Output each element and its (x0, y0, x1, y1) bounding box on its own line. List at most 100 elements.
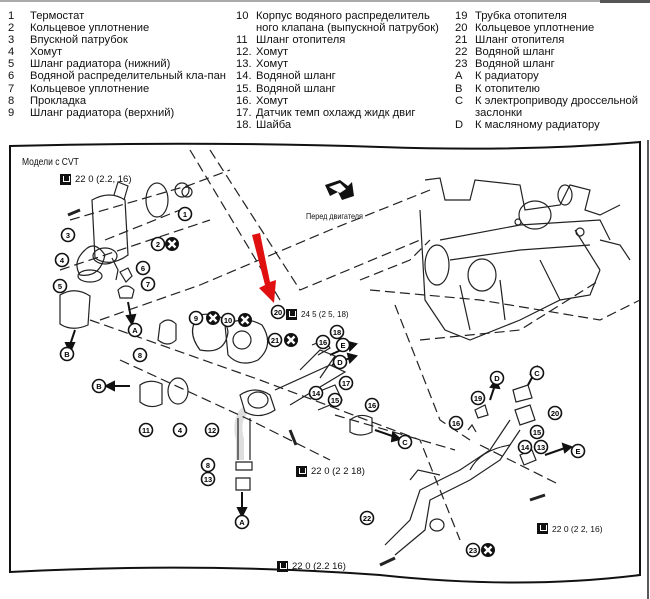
torque-wrench-icon (537, 523, 548, 534)
callout-label: 3 (66, 231, 70, 240)
legend-item-number: 12. (236, 46, 252, 59)
legend-item-text: Трубка отопителя (475, 10, 567, 22)
callout-n8b: 8 (200, 457, 216, 473)
callout-n10: 10 (220, 312, 236, 328)
callout-label: 16 (319, 338, 327, 347)
torque-spec-t4: 22 0 (2 2, 16) (537, 523, 603, 534)
legend-item-text: Кольцевое уплотнение (30, 82, 150, 95)
legend-item: D К масляному радиатору (455, 119, 645, 131)
legend-item-number: 5 (8, 58, 15, 71)
callout-E2: E (570, 443, 586, 459)
callout-label: 20 (274, 308, 282, 317)
callout-label: 10 (224, 316, 232, 325)
legend-item-number: 1 (8, 10, 15, 22)
legend-item-text: Прокладка (30, 94, 87, 107)
callout-label: 1 (183, 210, 187, 219)
legend-item-number: 2 (8, 22, 15, 35)
callout-A2: A (234, 514, 250, 530)
legend-item-text: К электроприводу дроссельной заслонки (475, 94, 638, 119)
torque-wrench-icon (286, 309, 297, 320)
legend-item: 11 Шланг отопителя (236, 34, 446, 46)
callout-label: 13 (537, 443, 545, 452)
legend-item: 4 Хомут (8, 46, 226, 58)
callout-B2: B (91, 378, 107, 394)
callout-label: 17 (342, 379, 350, 388)
callout-label: E (340, 341, 345, 350)
legend-item: 17.Датчик темп охлажд жидк двиг (236, 107, 446, 119)
do-not-reuse-markers (165, 237, 495, 557)
legend-item-text: К масляному радиатору (475, 118, 600, 131)
legend-item: 5 Шланг радиатора (нижний) (8, 58, 226, 70)
legend-item: 15.Водяной шланг (236, 83, 446, 95)
legend-item-text: Шланг радиатора (нижний) (30, 58, 171, 71)
callout-n15: 15 (327, 392, 343, 408)
callout-label: 14 (521, 443, 530, 452)
callout-n8: 8 (132, 347, 148, 363)
legend-item-text: Хомут (256, 46, 289, 59)
callout-n19: 19 (470, 390, 486, 406)
legend-item-number: 16. (236, 94, 252, 107)
torque-value: 22 0 (2 2 18) (311, 466, 365, 477)
callout-n1: 1 (177, 206, 193, 222)
callout-label: 11 (142, 426, 150, 435)
legend-item-number: C (455, 94, 464, 107)
legend-item-text: Водяной шланг (475, 46, 555, 59)
legend-item-text: Хомут (30, 46, 63, 59)
callout-n11: 11 (138, 422, 154, 438)
callout-label: C (534, 369, 540, 378)
callout-label: B (64, 350, 70, 359)
callout-n3: 3 (60, 227, 76, 243)
callout-n14: 14 (308, 385, 324, 401)
callout-label: 15 (533, 428, 541, 437)
legend-item-text: Кольцевое уплотнение (475, 22, 595, 35)
legend-item-number: 13. (236, 58, 252, 71)
callout-n16b: 16 (364, 397, 380, 413)
legend-item-number: 6 (8, 70, 15, 83)
legend-item: 14.Водяной шланг (236, 70, 446, 82)
legend-item-number: B (455, 82, 463, 95)
callout-n16c: 16 (448, 415, 464, 431)
callout-label: 15 (331, 396, 339, 405)
callout-label: 13 (204, 475, 212, 484)
legend-item-number: 7 (8, 82, 15, 95)
callout-label: 4 (60, 256, 65, 265)
callout-n12: 12 (204, 422, 220, 438)
legend-item-number: 14. (236, 70, 252, 83)
callout-n9: 9 (188, 310, 204, 326)
callout-label: E (575, 447, 580, 456)
models-label: Модели с CVT (22, 157, 79, 168)
callout-n16: 16 (315, 334, 331, 350)
legend-item-number: D (455, 118, 464, 131)
legend-item-text: Шланг отопителя (256, 34, 346, 47)
callout-n17: 17 (338, 375, 354, 391)
legend-item-number: 20 (455, 22, 468, 35)
callout-label: A (239, 518, 245, 527)
legend-item-number: 4 (8, 46, 15, 59)
legend-item-number: 18. (236, 118, 252, 131)
legend-item-number: 21 (455, 34, 468, 47)
callout-label: B (96, 382, 102, 391)
callout-label: 2 (156, 240, 160, 249)
legend-item-text: Водяной шланг (475, 58, 555, 71)
legend-item-number: 11 (236, 34, 248, 47)
callout-n18: 18 (329, 324, 345, 340)
legend-item: 16.Хомут (236, 95, 446, 107)
diagram-frame (9, 140, 641, 584)
callout-n13: 13 (200, 471, 216, 487)
callout-n20b: 20 (547, 405, 563, 421)
top-border-line (0, 0, 650, 3)
torque-wrench-icon (60, 174, 71, 185)
legend-item: 13.Хомут (236, 58, 446, 70)
legend-item: 12. Хомут (236, 46, 446, 58)
legend-item-text: Кольцевое уплотнение (30, 22, 150, 35)
